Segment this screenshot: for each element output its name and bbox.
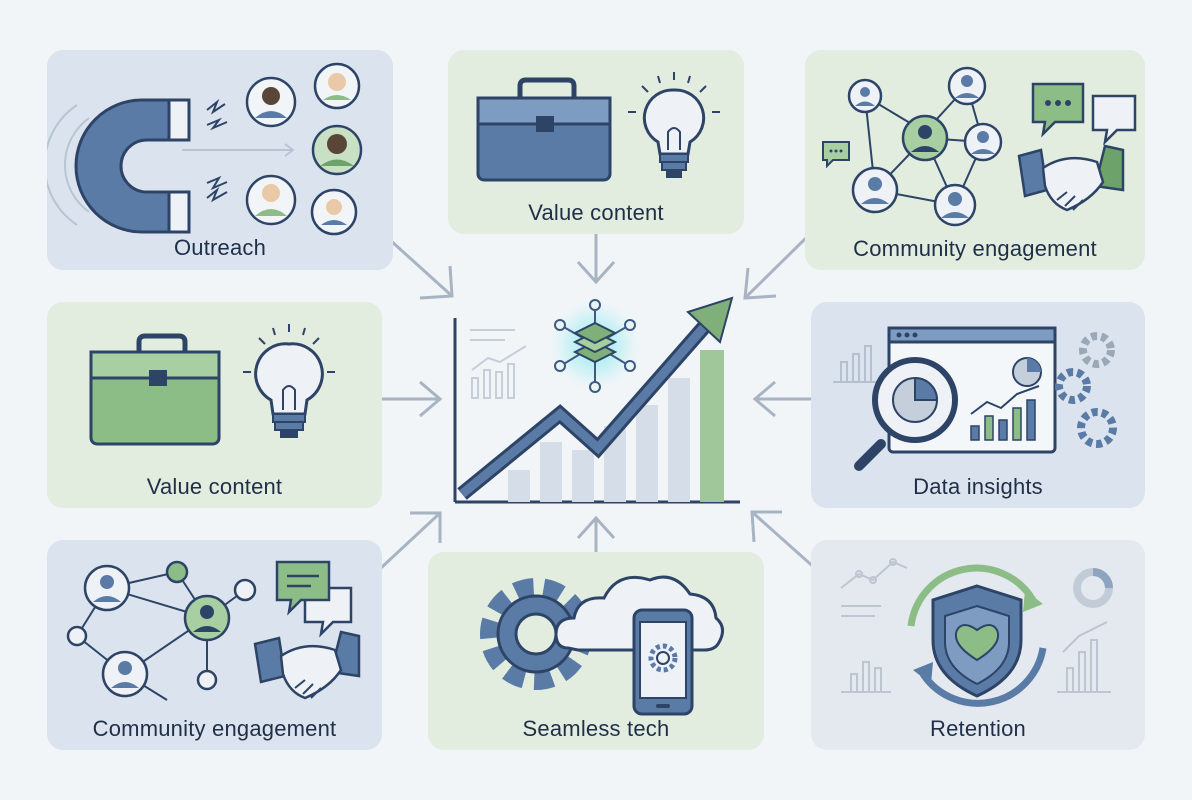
- value-content-left-label: Value content: [146, 474, 283, 499]
- arrow-from-value-content-top: [576, 232, 616, 285]
- arrow-from-community-top: [743, 236, 808, 300]
- faint-trend-icon: [840, 558, 1111, 693]
- cycle-arrows-icon: [907, 564, 1047, 707]
- panel-data-insights: Data insights: [811, 302, 1145, 508]
- mini-report-icon: [470, 329, 527, 399]
- chart-bars: [508, 350, 724, 502]
- gear-icon: [1055, 332, 1117, 448]
- small-chat-icon: [822, 141, 850, 169]
- seamless-tech-label: Seamless tech: [522, 716, 670, 741]
- magnifier-icon: [854, 357, 958, 471]
- growth-trend-arrow: [457, 296, 734, 500]
- arrow-from-outreach: [388, 238, 454, 300]
- chat-bubble-icon: [275, 560, 353, 638]
- panel-retention: Retention: [811, 540, 1145, 750]
- toolbox-icon: [89, 333, 221, 446]
- panel-value-content-left: Value content: [47, 302, 382, 508]
- panel-value-content-top: Value content: [448, 50, 744, 234]
- layers-hub-icon: [547, 297, 643, 393]
- network-icon: [822, 66, 1003, 227]
- value-content-top-label: Value content: [528, 200, 664, 225]
- lightbulb-icon: [628, 72, 720, 178]
- toolbox-icon: [476, 77, 612, 182]
- retention-label: Retention: [930, 716, 1026, 741]
- chart-axes: [453, 318, 740, 504]
- community-engagement-top-label: Community engagement: [853, 236, 1097, 261]
- data-insights-label: Data insights: [913, 474, 1043, 499]
- community-engagement-bottom-label: Community engagement: [92, 716, 337, 741]
- person-avatar-icon: [245, 62, 363, 236]
- handshake-icon: [253, 630, 361, 700]
- handshake-icon: [1017, 144, 1125, 212]
- panel-outreach: Outreach: [47, 50, 393, 270]
- network-icon: [66, 560, 257, 701]
- outreach-label: Outreach: [173, 235, 267, 260]
- panel-community-engagement-top: Community engagement: [805, 50, 1145, 270]
- magnet-icon: [47, 98, 191, 234]
- arrow-from-value-content-left: [372, 380, 443, 418]
- arrow-from-data-insights: [752, 380, 820, 418]
- panel-community-engagement-bottom: Community engagement: [47, 540, 382, 750]
- panel-seamless-tech: Seamless tech: [428, 552, 764, 750]
- lightbulb-icon: [243, 324, 335, 438]
- chat-bubble-icon: [1031, 82, 1137, 146]
- smartphone-icon: [632, 608, 694, 716]
- shield-heart-icon: [931, 584, 1023, 698]
- lightning-icon: [206, 98, 228, 203]
- faint-bar-icon: [833, 345, 881, 383]
- donut-chart-icon: [1073, 568, 1113, 608]
